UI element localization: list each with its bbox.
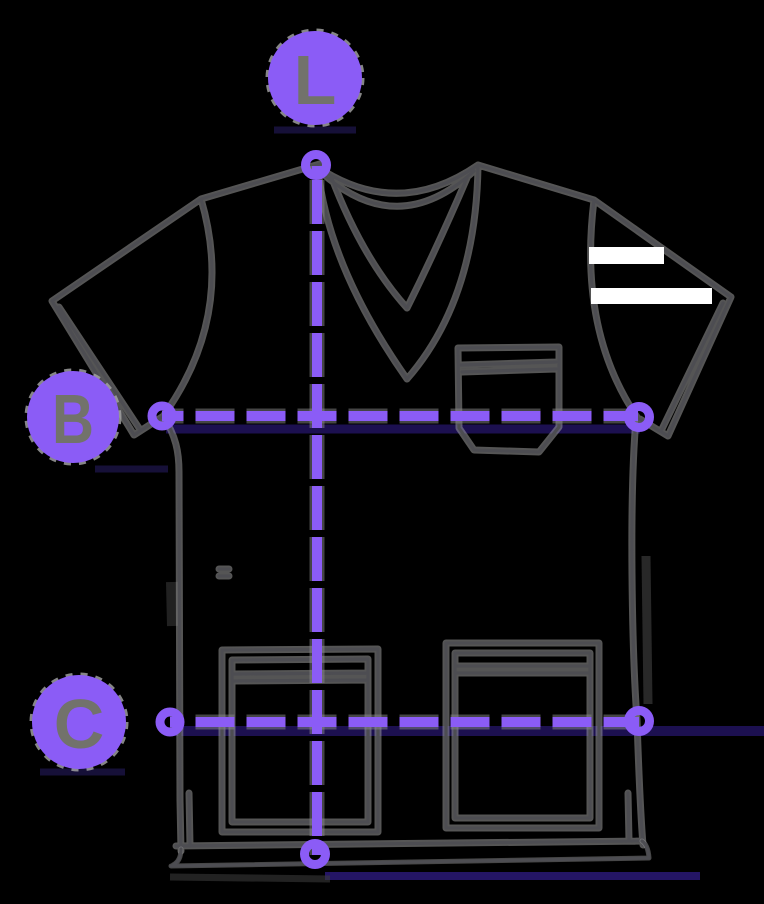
svg-text:C: C	[54, 685, 105, 763]
svg-text:L: L	[294, 41, 337, 119]
svg-text:B: B	[52, 380, 94, 458]
